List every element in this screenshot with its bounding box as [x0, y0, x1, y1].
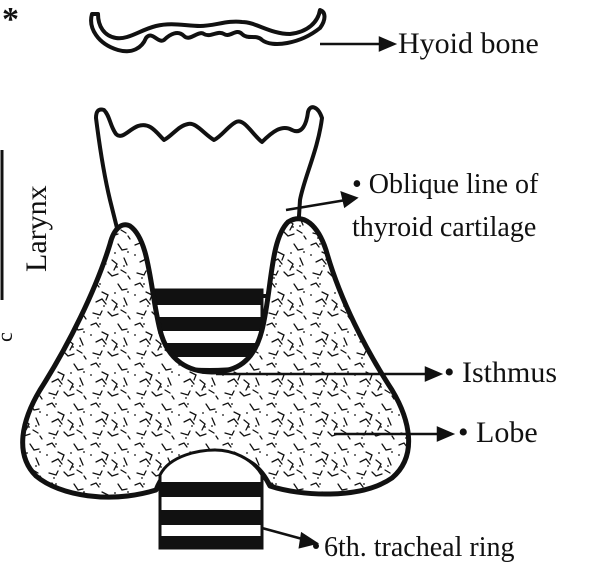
larynx-label: Larynx [20, 185, 53, 272]
tracheal-ring-bullet [313, 543, 319, 549]
corner-asterisk: * [2, 1, 19, 38]
hyoid-bone [91, 10, 324, 51]
lower-trachea [160, 450, 262, 548]
oblique-line-label-2: thyroid cartilage [352, 212, 536, 243]
tracheal-ring-label: 6th. tracheal ring [324, 532, 514, 563]
lobe-label: • Lobe [458, 416, 538, 449]
hyoid-bone-label: Hyoid bone [398, 27, 539, 60]
oblique-line-label-1: • Oblique line of [352, 169, 539, 200]
isthmus-label: • Isthmus [444, 356, 557, 389]
edge-c-label: c [0, 332, 17, 342]
